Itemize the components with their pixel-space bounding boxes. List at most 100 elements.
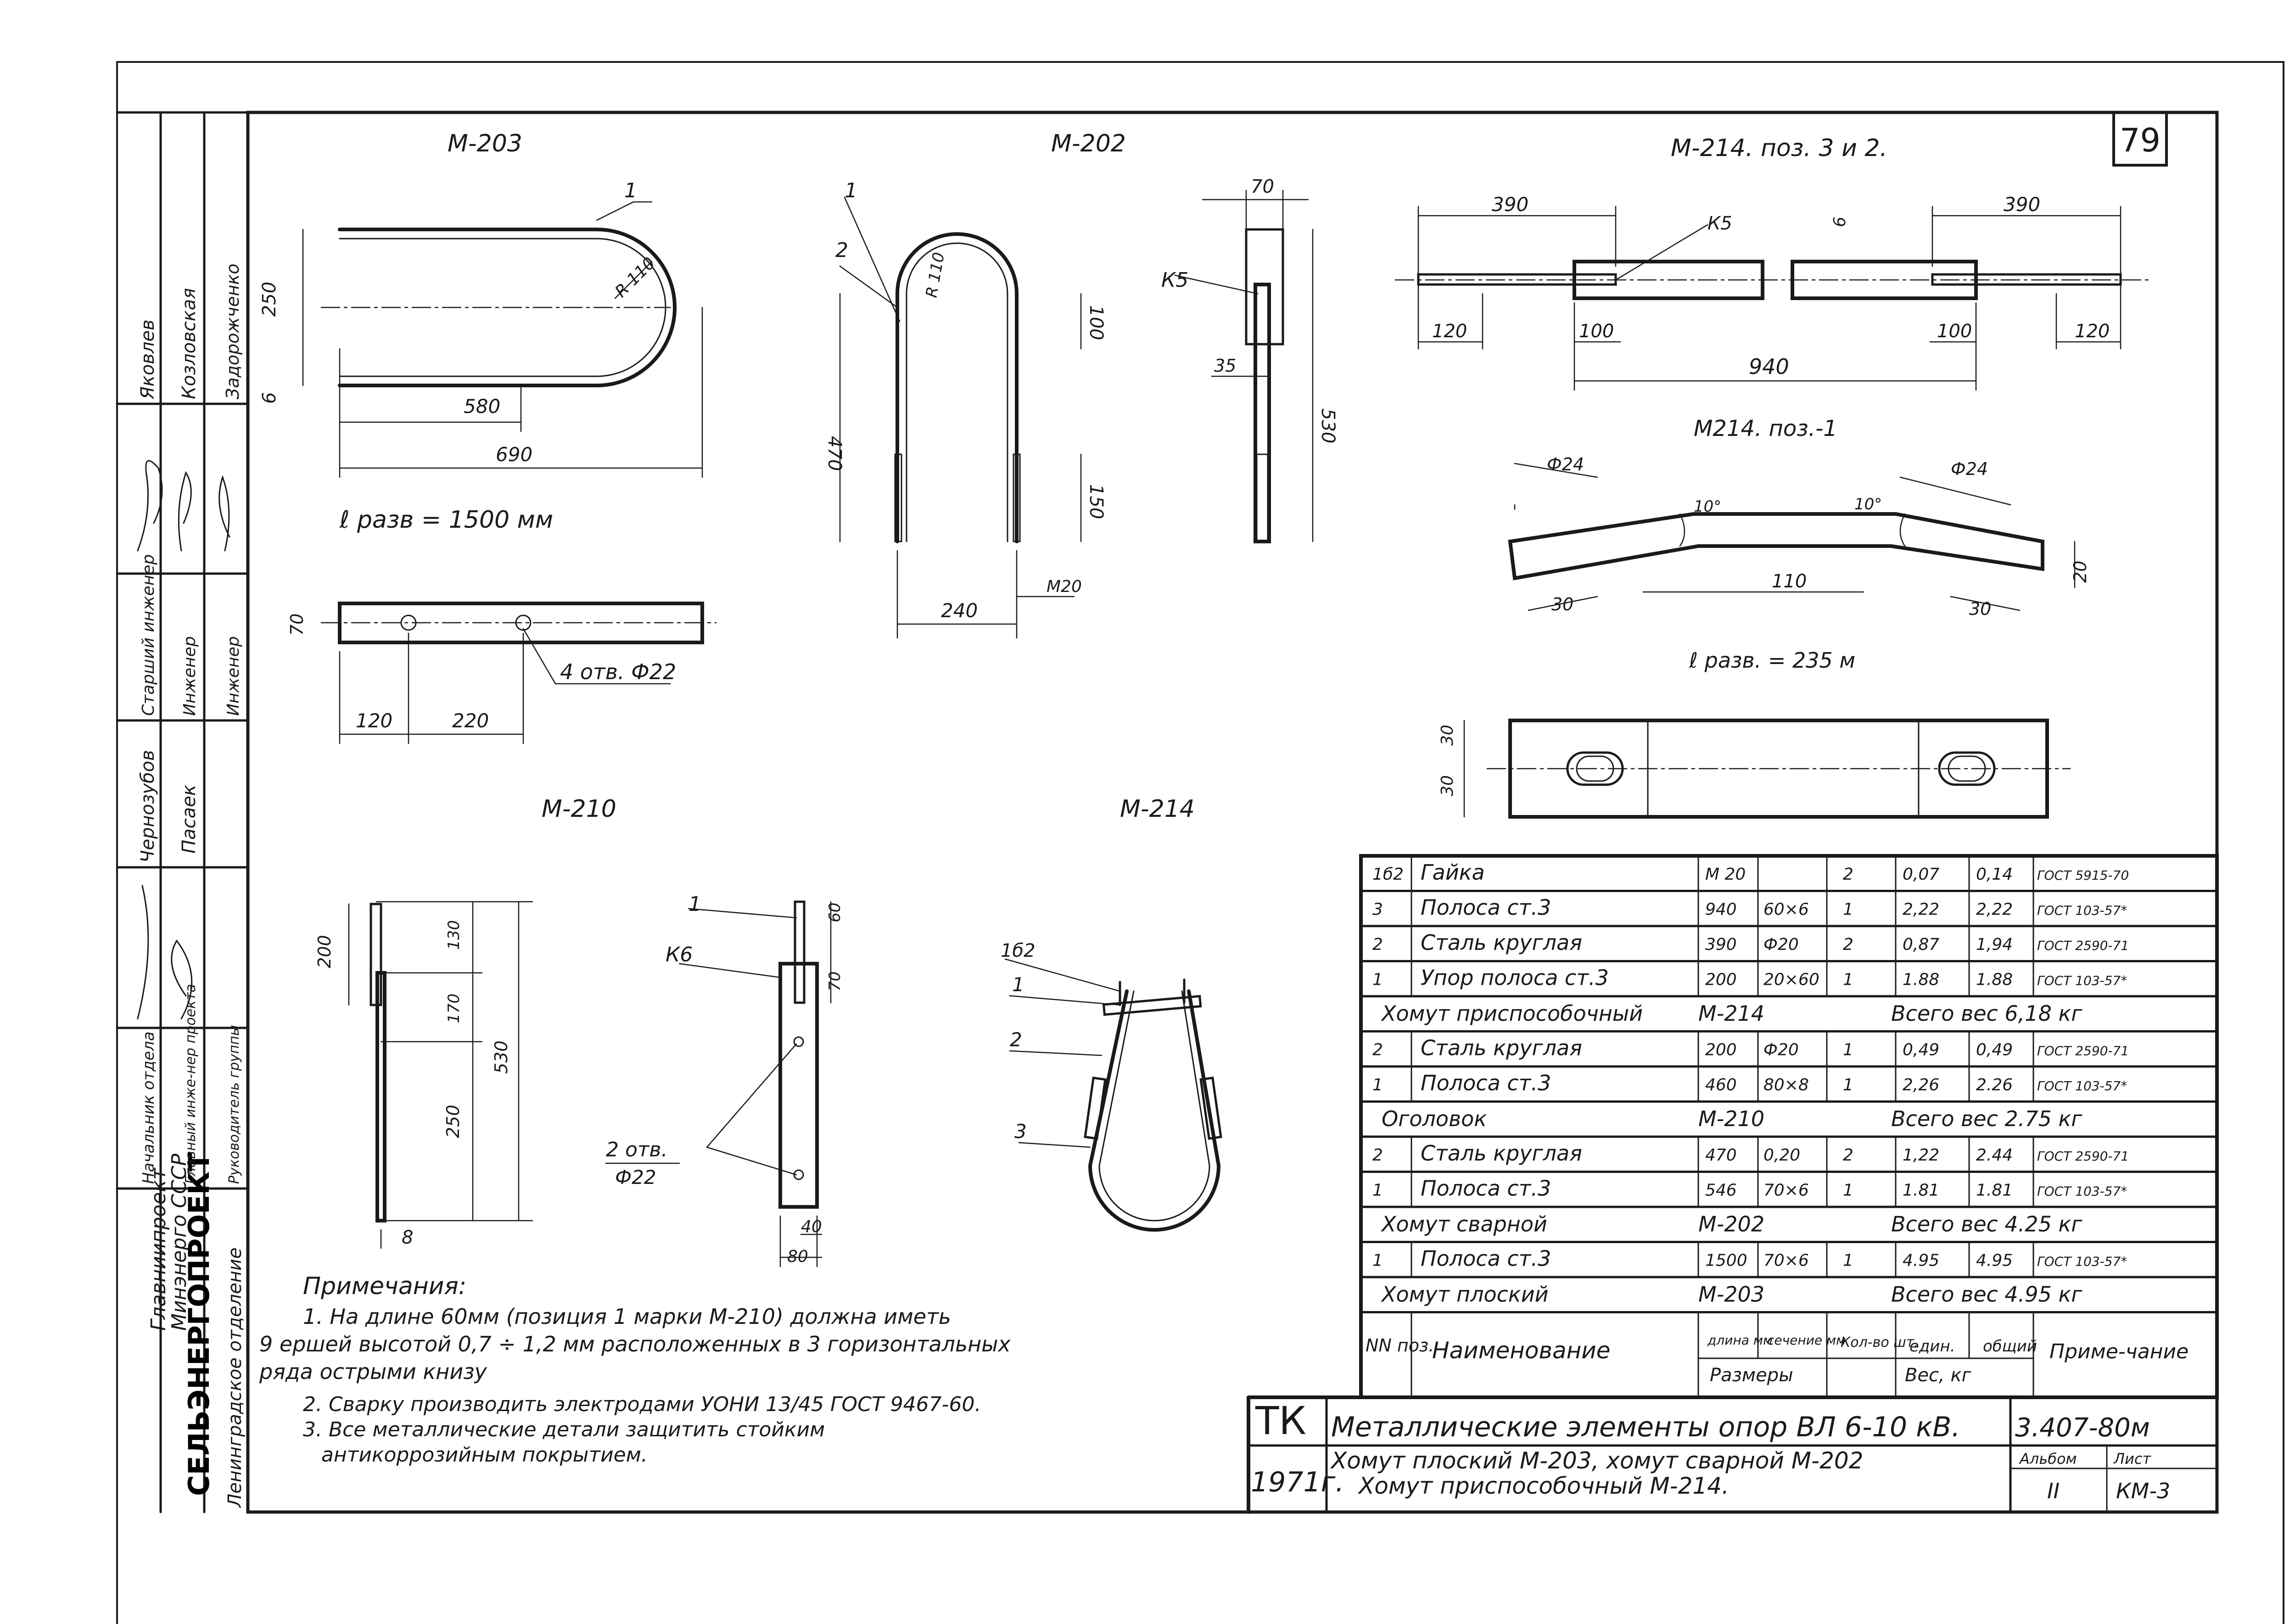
list-label: Лист — [2113, 1450, 2151, 1468]
dim-m214-940: 940 — [1749, 354, 1789, 379]
dim-m202-100: 100 — [1086, 305, 1107, 340]
title-m203: М-203 — [448, 130, 522, 157]
th-sizes: Размеры — [1710, 1365, 1793, 1386]
dim-m210-130: 130 — [445, 920, 463, 950]
table-group-cell: Всего вес 4.95 кг — [1891, 1282, 2082, 1307]
pos-m214-1: 1 — [1012, 973, 1024, 996]
stamp-org-2: Главниипроект — [147, 1167, 170, 1331]
table-cell: 1.88 — [1976, 971, 2013, 989]
table-cell: 3 — [1372, 900, 1383, 919]
table-cell: 200 — [1705, 971, 1737, 989]
note-m203-len: ℓ разв = 1500 мм — [339, 506, 553, 534]
table-cell: 1,22 — [1903, 1146, 1939, 1165]
table-cell: 2 — [1372, 1041, 1383, 1060]
drawing-m210: М-210 200 130 170 250 530 8 1 К6 60 — [314, 795, 844, 1267]
table-cell: 70×6 — [1763, 1181, 1809, 1200]
table-cell: 1 — [1372, 1181, 1383, 1200]
title-m214-pos1: М214. поз.-1 — [1694, 416, 1837, 441]
table-cell: 1,94 — [1976, 935, 2013, 954]
dim-m214p-20: 20 — [2070, 561, 2090, 583]
th-weight: Вес, кг — [1905, 1365, 1972, 1386]
sheet-title: Металлические элементы опор ВЛ 6-10 кВ. — [1331, 1411, 1960, 1443]
table-cell: Ф20 — [1763, 935, 1799, 954]
signature-4 — [137, 885, 149, 1020]
dim-m214p-30b: 30 — [1969, 599, 1991, 619]
list-value: КМ-3 — [2116, 1479, 2170, 1503]
table-cell: 940 — [1705, 900, 1737, 919]
table-group-cell: М-210 — [1698, 1106, 1764, 1131]
table-cell: Ф20 — [1763, 1041, 1799, 1060]
table-cell: 0,49 — [1903, 1041, 1939, 1060]
table-cell: 1.88 — [1903, 971, 1939, 989]
dim-m214p-10b: 10° — [1854, 495, 1882, 513]
table-cell: 60×6 — [1763, 900, 1809, 919]
table-cell: 1 — [1843, 1076, 1853, 1094]
table-cell: ГОСТ 103-57* — [2037, 1078, 2127, 1094]
dim-m214-390a: 390 — [1492, 193, 1528, 216]
dim-m202-150: 150 — [1086, 484, 1107, 519]
dim-m214p-30a: 30 — [1551, 594, 1573, 614]
table-cell: Сталь круглая — [1421, 930, 1582, 955]
dim-m210-60: 60 — [826, 903, 844, 922]
pos-m202-2: 2 — [835, 239, 848, 262]
th-name: Наименование — [1432, 1337, 1611, 1364]
drawing-m214-top: М-214. поз. 3 и 2. 390 390 К5 6 120 100 … — [1394, 134, 2149, 391]
signature-5 — [171, 939, 193, 1020]
dim-m202-r110: R 110 — [922, 251, 948, 299]
tk-label: ТК — [1255, 1398, 1306, 1443]
table-cell: 80×8 — [1763, 1076, 1809, 1094]
pos-m214-3: 3 — [1014, 1120, 1027, 1143]
dim-m210-70: 70 — [826, 971, 844, 991]
table-cell: Сталь круглая — [1421, 1141, 1582, 1166]
table-cell: 0,87 — [1903, 935, 1939, 954]
dim-m214-100b: 100 — [1937, 321, 1972, 342]
table-cell: 2,22 — [1903, 900, 1939, 919]
table-group-cell: Хомут приспособочный — [1381, 1001, 1643, 1026]
dim-m210-40: 40 — [801, 1217, 822, 1236]
table-group-cell: М-202 — [1698, 1212, 1764, 1237]
table-cell: Полоса ст.3 — [1421, 1176, 1551, 1201]
stamp-org-3: СЕЛЬЭНЕРГОПРОЕКТ — [182, 1152, 216, 1496]
table-cell: 4.95 — [1903, 1251, 1939, 1270]
stamp-name-a2: Пасаек — [179, 785, 200, 854]
dim-m202-70: 70 — [1251, 176, 1274, 197]
table-cell: 1 — [1372, 1076, 1383, 1094]
table-cell: 1 — [1372, 1251, 1383, 1270]
table-cell: 0,14 — [1976, 865, 2013, 884]
dim-m210-200: 200 — [314, 935, 335, 968]
dim-plate-30b: 30 — [1438, 775, 1457, 796]
title-m214: М-214 — [1120, 795, 1195, 823]
dim-m203-580: 580 — [464, 395, 500, 418]
dim-m210-530: 530 — [491, 1040, 511, 1074]
dim-m214p-f24a: Ф24 — [1547, 454, 1584, 474]
stamp-name-b1: Яковлев — [137, 319, 158, 400]
dim-m202-530: 530 — [1317, 408, 1338, 443]
signature-2 — [178, 471, 192, 552]
table-cell: 2 — [1843, 865, 1853, 884]
stamp-role2-2: Инженер — [180, 636, 199, 716]
dim-m203-250: 250 — [259, 282, 280, 317]
dim-m203-120: 120 — [356, 709, 392, 732]
th-sec: сечение мм — [1767, 1333, 1846, 1348]
table-cell: ГОСТ 2590-71 — [2037, 938, 2129, 953]
dim-m203-r110: R 110 — [611, 254, 659, 301]
note-line-6: антикоррозийным покрытием. — [321, 1443, 648, 1467]
table-cell: Сталь круглая — [1421, 1036, 1582, 1060]
table-cell: ГОСТ 103-57* — [2037, 1254, 2127, 1269]
note-line-1: 1. На длине 60мм (позиция 1 марки М-210)… — [303, 1304, 951, 1329]
table-cell: 2 — [1843, 935, 1853, 954]
album-value: II — [2047, 1479, 2060, 1503]
dim-m214-100a: 100 — [1579, 321, 1614, 342]
dim-m202-470: 470 — [824, 436, 845, 471]
stamp-name-a1: Чернозубов — [137, 750, 158, 863]
table-cell: 1 — [1843, 971, 1853, 989]
stamp-role2-3: Инженер — [224, 636, 243, 716]
dim-m203-220: 220 — [452, 709, 489, 732]
drawing-m203: М-203 250 6 580 690 R 110 1 ℓ разв = 150… — [259, 130, 717, 744]
note-m210-holes: 2 отв. — [606, 1138, 667, 1161]
table-cell: 0,07 — [1903, 865, 1939, 884]
dim-m214p-110: 110 — [1772, 571, 1807, 592]
note-line-3: ряда острыми книзу — [259, 1359, 487, 1384]
sheet-subtitle-1: Хомут плоский М-203, хомут сварной М-202 — [1330, 1447, 1864, 1474]
table-group-cell: М-214 — [1698, 1001, 1764, 1026]
